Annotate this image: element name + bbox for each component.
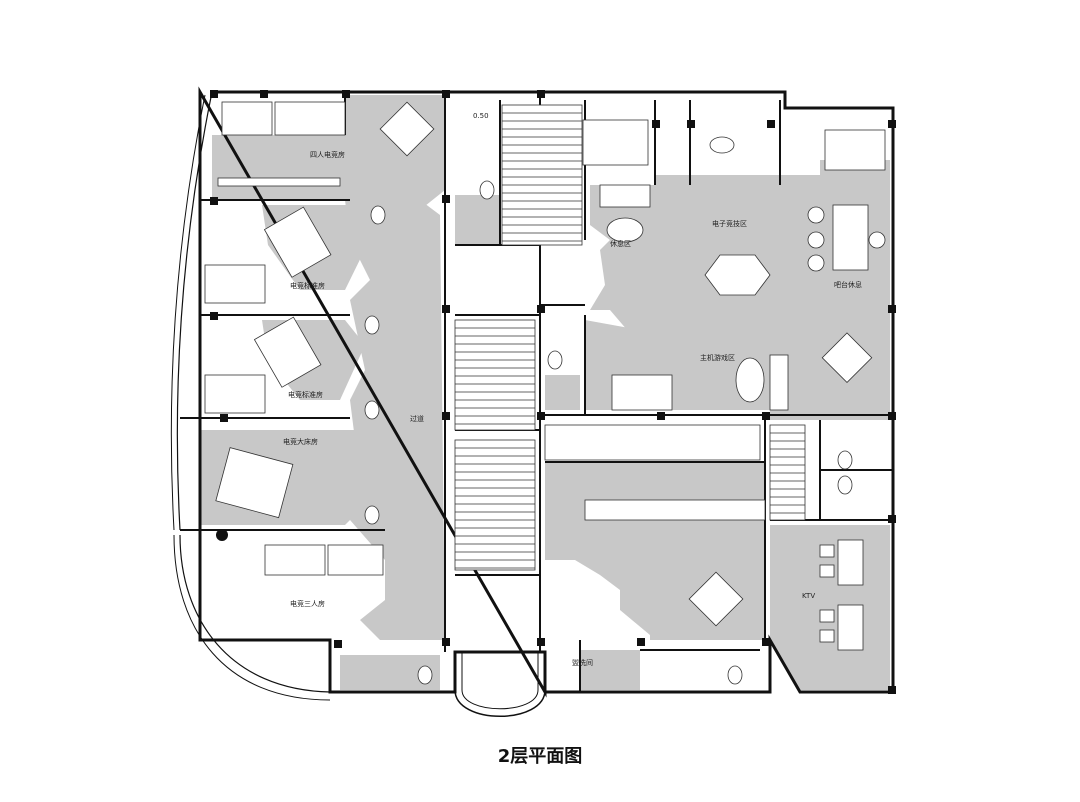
furniture	[204, 101, 886, 685]
label-standard-room-1: 电竞标准房	[290, 281, 325, 290]
room-labels: 四人电竞房 电竞标准房 电竞标准房 电竞大床房 电竞三人房 过道 电子竞技区 休…	[283, 112, 862, 667]
label-corridor: 过道	[410, 414, 424, 423]
label-king-room: 电竞大床房	[283, 437, 318, 446]
level-mark: 0.50	[473, 112, 489, 120]
label-four-player-room: 四人电竞房	[310, 150, 345, 159]
label-bar-zone: 吧台休息	[834, 280, 862, 289]
label-console-zone: 主机游戏区	[700, 353, 735, 362]
stairs	[454, 104, 806, 571]
label-ktv: KTV	[802, 592, 815, 600]
label-rest-zone: 休息区	[610, 239, 631, 248]
label-wash-room: 盥洗间	[572, 658, 593, 667]
label-triple-room: 电竞三人房	[290, 599, 325, 608]
label-esports-zone: 电子竞技区	[712, 219, 747, 228]
label-standard-room-2: 电竞标准房	[288, 390, 323, 399]
drawing-title: 2层平面图	[497, 746, 583, 767]
